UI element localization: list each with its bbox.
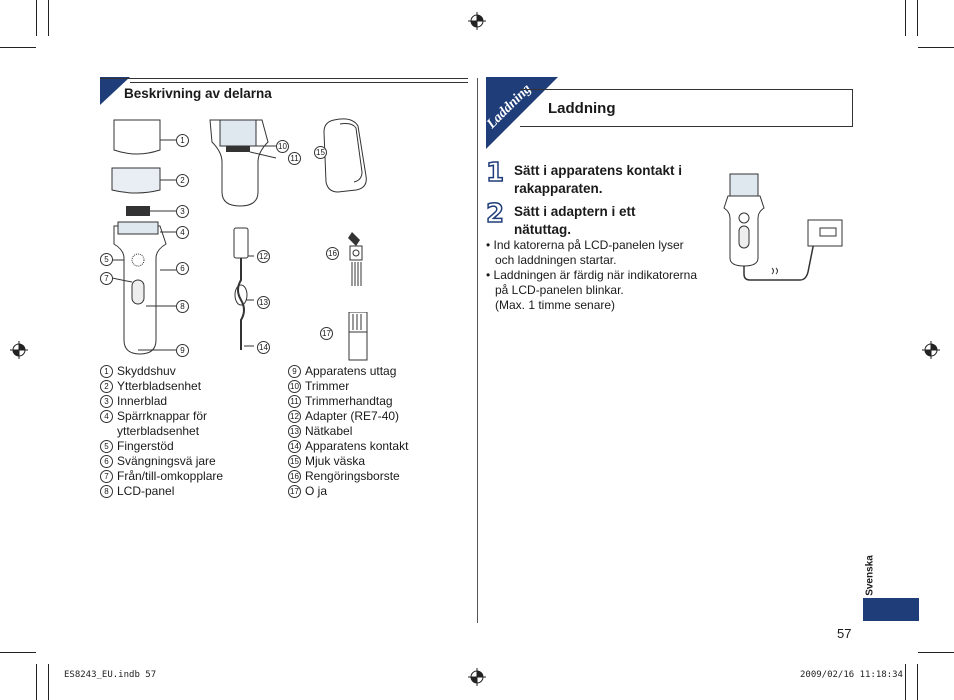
step-text-1: Sätt i apparatens kontakt i rakapparaten… bbox=[514, 163, 683, 196]
step-number-1: 1 bbox=[485, 157, 505, 189]
page-number: 57 bbox=[837, 626, 852, 641]
list-item-continuation: ytterbladsenhet bbox=[117, 424, 200, 438]
shaver-parts-illustration bbox=[111, 119, 277, 355]
crop-mark bbox=[0, 652, 36, 653]
soft-pouch-illustration bbox=[323, 118, 367, 193]
language-tab-block bbox=[863, 598, 919, 621]
crop-mark bbox=[36, 0, 37, 36]
callout-13: 13 bbox=[257, 296, 270, 309]
crop-mark bbox=[905, 664, 906, 700]
callout-7: 7 bbox=[100, 272, 113, 285]
cleaning-brush-illustration bbox=[348, 232, 363, 286]
list-number: 14 bbox=[288, 440, 301, 453]
crop-mark bbox=[917, 664, 918, 700]
laddning-corner-tab: Laddning bbox=[486, 77, 558, 149]
list-number: 10 bbox=[288, 380, 301, 393]
callout-14: 14 bbox=[257, 341, 270, 354]
list-number: 13 bbox=[288, 425, 301, 438]
callout-12: 12 bbox=[257, 250, 270, 263]
crop-mark bbox=[917, 0, 918, 36]
section-header-box bbox=[520, 89, 853, 127]
step-number-2: 2 bbox=[485, 198, 505, 230]
callout-11: 11 bbox=[288, 152, 301, 165]
section-corner-tab bbox=[100, 77, 130, 105]
callout-1: 1 bbox=[176, 134, 189, 147]
list-number: 1 bbox=[100, 365, 113, 378]
crop-mark bbox=[36, 664, 37, 700]
crop-mark bbox=[918, 47, 954, 48]
list-number: 3 bbox=[100, 395, 113, 408]
list-number: 8 bbox=[100, 485, 113, 498]
registration-mark-icon bbox=[468, 668, 486, 686]
callout-2: 2 bbox=[176, 174, 189, 187]
registration-mark-icon bbox=[468, 12, 486, 30]
list-number: 16 bbox=[288, 470, 301, 483]
crop-mark bbox=[905, 0, 906, 36]
footer-file-info: ES8243_EU.indb 57 bbox=[64, 670, 157, 680]
callout-4: 4 bbox=[176, 226, 189, 239]
page-divider bbox=[477, 78, 478, 623]
charging-illustration bbox=[723, 173, 843, 281]
callout-10: 10 bbox=[276, 140, 289, 153]
list-number: 17 bbox=[288, 485, 301, 498]
list-number: 6 bbox=[100, 455, 113, 468]
bullet-item-1: • Ind katorerna på LCD-panelen lyser och… bbox=[486, 238, 684, 267]
list-number: 2 bbox=[100, 380, 113, 393]
section-rule bbox=[100, 78, 468, 79]
list-number: 11 bbox=[288, 395, 301, 408]
crop-mark bbox=[48, 0, 49, 36]
section-title: Beskrivning av delarna bbox=[124, 86, 272, 101]
crop-mark bbox=[0, 47, 36, 48]
callout-5: 5 bbox=[100, 253, 113, 266]
callout-15: 15 bbox=[314, 146, 327, 159]
list-number: 9 bbox=[288, 365, 301, 378]
language-tab-label: Svenska bbox=[864, 555, 876, 596]
callout-8: 8 bbox=[176, 300, 189, 313]
crop-mark bbox=[48, 664, 49, 700]
crop-mark bbox=[918, 652, 954, 653]
list-number: 5 bbox=[100, 440, 113, 453]
callout-6: 6 bbox=[176, 262, 189, 275]
list-number: 4 bbox=[100, 410, 113, 423]
bullet-item-2: • Laddningen är färdig när indikatorerna… bbox=[486, 268, 698, 312]
callout-17: 17 bbox=[320, 327, 333, 340]
registration-mark-icon bbox=[922, 341, 940, 359]
list-number: 15 bbox=[288, 455, 301, 468]
callout-16: 16 bbox=[326, 247, 339, 260]
callout-9: 9 bbox=[176, 344, 189, 357]
step-text-2: Sätt i adaptern i ett nätuttag. bbox=[514, 204, 636, 237]
footer-date-info: 2009/02/16 11:18:34 bbox=[800, 670, 903, 680]
section-rule bbox=[130, 82, 468, 83]
list-number: 7 bbox=[100, 470, 113, 483]
list-number: 12 bbox=[288, 410, 301, 423]
registration-mark-icon bbox=[10, 341, 28, 359]
oil-bottle-illustration bbox=[348, 312, 368, 361]
callout-3: 3 bbox=[176, 205, 189, 218]
section-title: Laddning bbox=[548, 100, 616, 117]
